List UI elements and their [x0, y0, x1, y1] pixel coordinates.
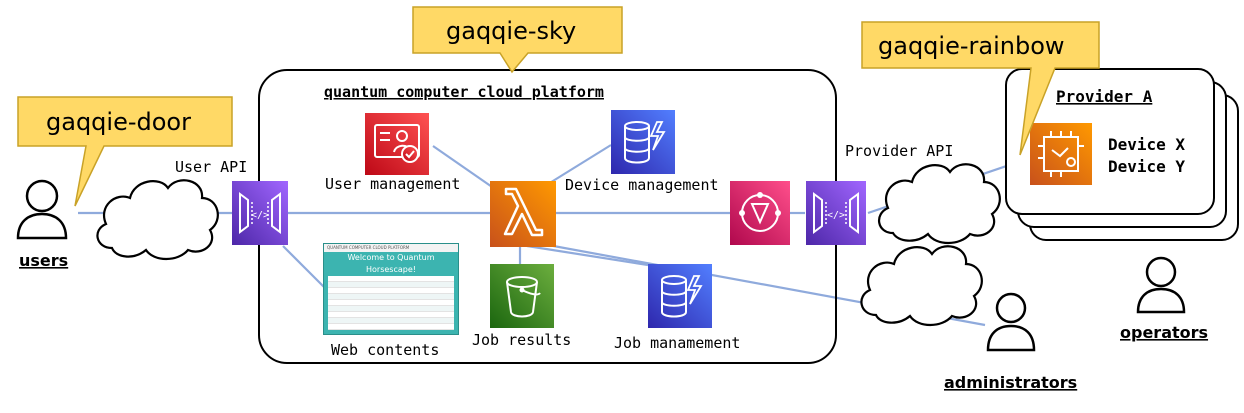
operators-person-icon: [1136, 256, 1186, 314]
device-management-icon: [611, 110, 675, 174]
job-results-label: Job results: [472, 331, 571, 349]
iot-device-icon: [1030, 123, 1092, 185]
callout-sky-text: gaqqie-sky: [446, 17, 576, 45]
web-contents-screenshot: QUANTUM COMPUTER CLOUD PLATFORM Welcome …: [323, 243, 459, 335]
connector-lambda-jobmgmt: [526, 244, 649, 267]
internet-cloud-provider: [878, 163, 1001, 245]
job-management-label: Job manamement: [614, 334, 740, 352]
internet-cloud-users: [96, 179, 219, 261]
svg-text:</>: </>: [251, 210, 269, 221]
job-results-icon: [490, 264, 554, 328]
users-person-icon: [16, 179, 68, 240]
administrators-person-icon: [986, 292, 1036, 352]
connector-lambda-usermgmt: [432, 145, 496, 190]
operators-label: operators: [1120, 323, 1208, 342]
web-screenshot-header: QUANTUM COMPUTER CLOUD PLATFORM: [324, 244, 458, 252]
device-y-label: Device Y: [1108, 157, 1185, 176]
administrators-label: administrators: [944, 373, 1077, 392]
svg-text:</>: </>: [827, 210, 845, 221]
web-screenshot-table: [328, 276, 454, 330]
internet-cloud-admin: [860, 245, 983, 327]
user-api-label: User API: [175, 158, 247, 176]
lambda-icon: [490, 181, 556, 247]
eventbridge-icon: [730, 181, 790, 245]
callout-gaqqie-sky: gaqqie-sky: [412, 6, 623, 74]
job-management-icon: [648, 264, 712, 328]
user-management-icon: [365, 113, 429, 175]
provider-api-label: Provider API: [845, 142, 953, 160]
provider-api-gateway-icon: </>: [806, 181, 866, 245]
device-x-label: Device X: [1108, 135, 1185, 154]
callout-rainbow-text: gaqqie-rainbow: [878, 32, 1065, 60]
device-management-label: Device management: [565, 176, 719, 194]
provider-title: Provider A: [1056, 87, 1153, 106]
connector-userapi-webcontents: [282, 245, 326, 289]
user-management-label: User management: [325, 175, 460, 193]
user-api-gateway-icon: </>: [232, 181, 288, 245]
callout-door-text: gaqqie-door: [46, 108, 191, 136]
callout-gaqqie-rainbow: gaqqie-rainbow: [861, 21, 1100, 156]
users-label: users: [19, 251, 68, 270]
callout-gaqqie-door: gaqqie-door: [17, 96, 233, 207]
platform-title: quantum computer cloud platform: [324, 83, 604, 101]
web-screenshot-hero: Welcome to Quantum Horsescape!: [347, 253, 435, 274]
web-contents-label: Web contents: [331, 341, 439, 359]
